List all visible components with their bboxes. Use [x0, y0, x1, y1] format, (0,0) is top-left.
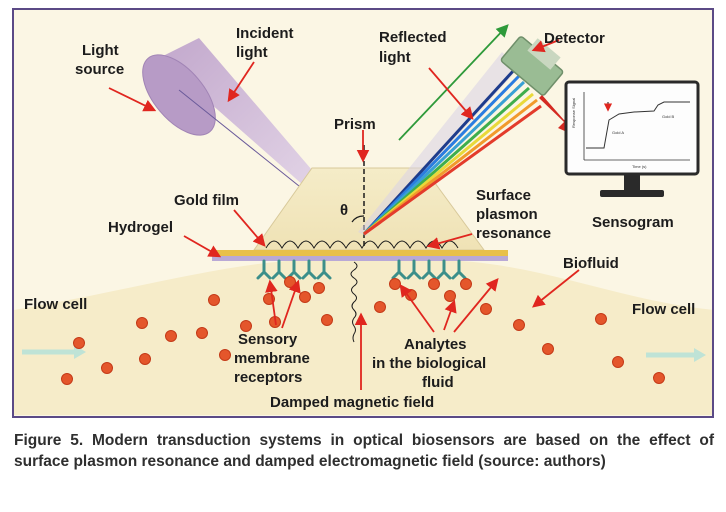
svg-text:light: light	[379, 49, 411, 66]
label-reflected-light: Reflected light	[379, 29, 447, 66]
label-prism: Prism	[334, 116, 376, 133]
label-theta: θ	[340, 202, 348, 219]
label-gold-film: Gold film	[174, 192, 239, 209]
svg-text:Incident: Incident	[236, 25, 294, 42]
svg-text:light: light	[236, 44, 268, 61]
hydrogel-layer	[212, 256, 508, 261]
label-incident-light: Incident light	[236, 25, 294, 61]
label-damped-field: Damped magnetic field	[270, 394, 434, 411]
svg-text:resonance: resonance	[476, 225, 551, 242]
svg-text:Light: Light	[82, 42, 119, 59]
label-flow-cell-left: Flow cell	[24, 296, 87, 313]
flow-channel	[14, 260, 712, 415]
svg-text:source: source	[75, 61, 124, 78]
svg-text:Analytes: Analytes	[404, 336, 467, 353]
green-direction-arrow	[398, 24, 509, 141]
label-hydrogel: Hydrogel	[108, 219, 173, 236]
svg-text:Sensory: Sensory	[238, 331, 298, 348]
svg-text:plasmon: plasmon	[476, 206, 538, 223]
damped-field-squiggle	[350, 261, 358, 343]
label-arrows	[108, 39, 580, 390]
label-surface-plasmon: Surface plasmon resonance	[476, 187, 551, 242]
svg-text:membrane: membrane	[234, 350, 310, 367]
svg-text:Reflected: Reflected	[379, 29, 447, 46]
label-sensogram: Sensogram	[592, 214, 674, 231]
receptors	[256, 259, 467, 280]
sensogram-ylabel: Response Signal	[571, 98, 576, 128]
reflected-light-beams	[358, 52, 542, 236]
sensogram-annotation-a: Gold A	[612, 130, 624, 135]
spr-biosensor-diagram: Response Signal Time (s) Gold A Gold B	[14, 24, 712, 415]
surface-plasmon-wave	[265, 240, 459, 250]
sensogram-monitor: Response Signal Time (s) Gold A Gold B	[564, 80, 700, 197]
svg-text:fluid: fluid	[422, 374, 454, 391]
diagram-frame: Response Signal Time (s) Gold A Gold B	[12, 8, 714, 418]
flow-arrow-right	[646, 348, 706, 362]
svg-text:in the biological: in the biological	[372, 355, 486, 372]
label-flow-cell-right: Flow cell	[632, 301, 695, 318]
sensogram-curve	[586, 101, 690, 149]
svg-text:receptors: receptors	[234, 369, 302, 386]
label-sensory-receptors: Sensory membrane receptors	[234, 331, 310, 386]
analyte-particles	[61, 276, 665, 385]
svg-text:Surface: Surface	[476, 187, 531, 204]
sensogram-xlabel: Time (s)	[632, 164, 647, 169]
label-biofluid: Biofluid	[563, 255, 619, 272]
prism	[253, 167, 485, 251]
label-analytes: Analytes in the biological fluid	[372, 336, 486, 391]
figure-caption: Figure 5. Modern transduction systems in…	[14, 432, 714, 470]
label-light-source: Light source	[75, 42, 124, 78]
sensogram-annotation-b: Gold B	[662, 114, 675, 119]
label-detector: Detector	[544, 30, 605, 47]
gold-film	[212, 250, 508, 256]
